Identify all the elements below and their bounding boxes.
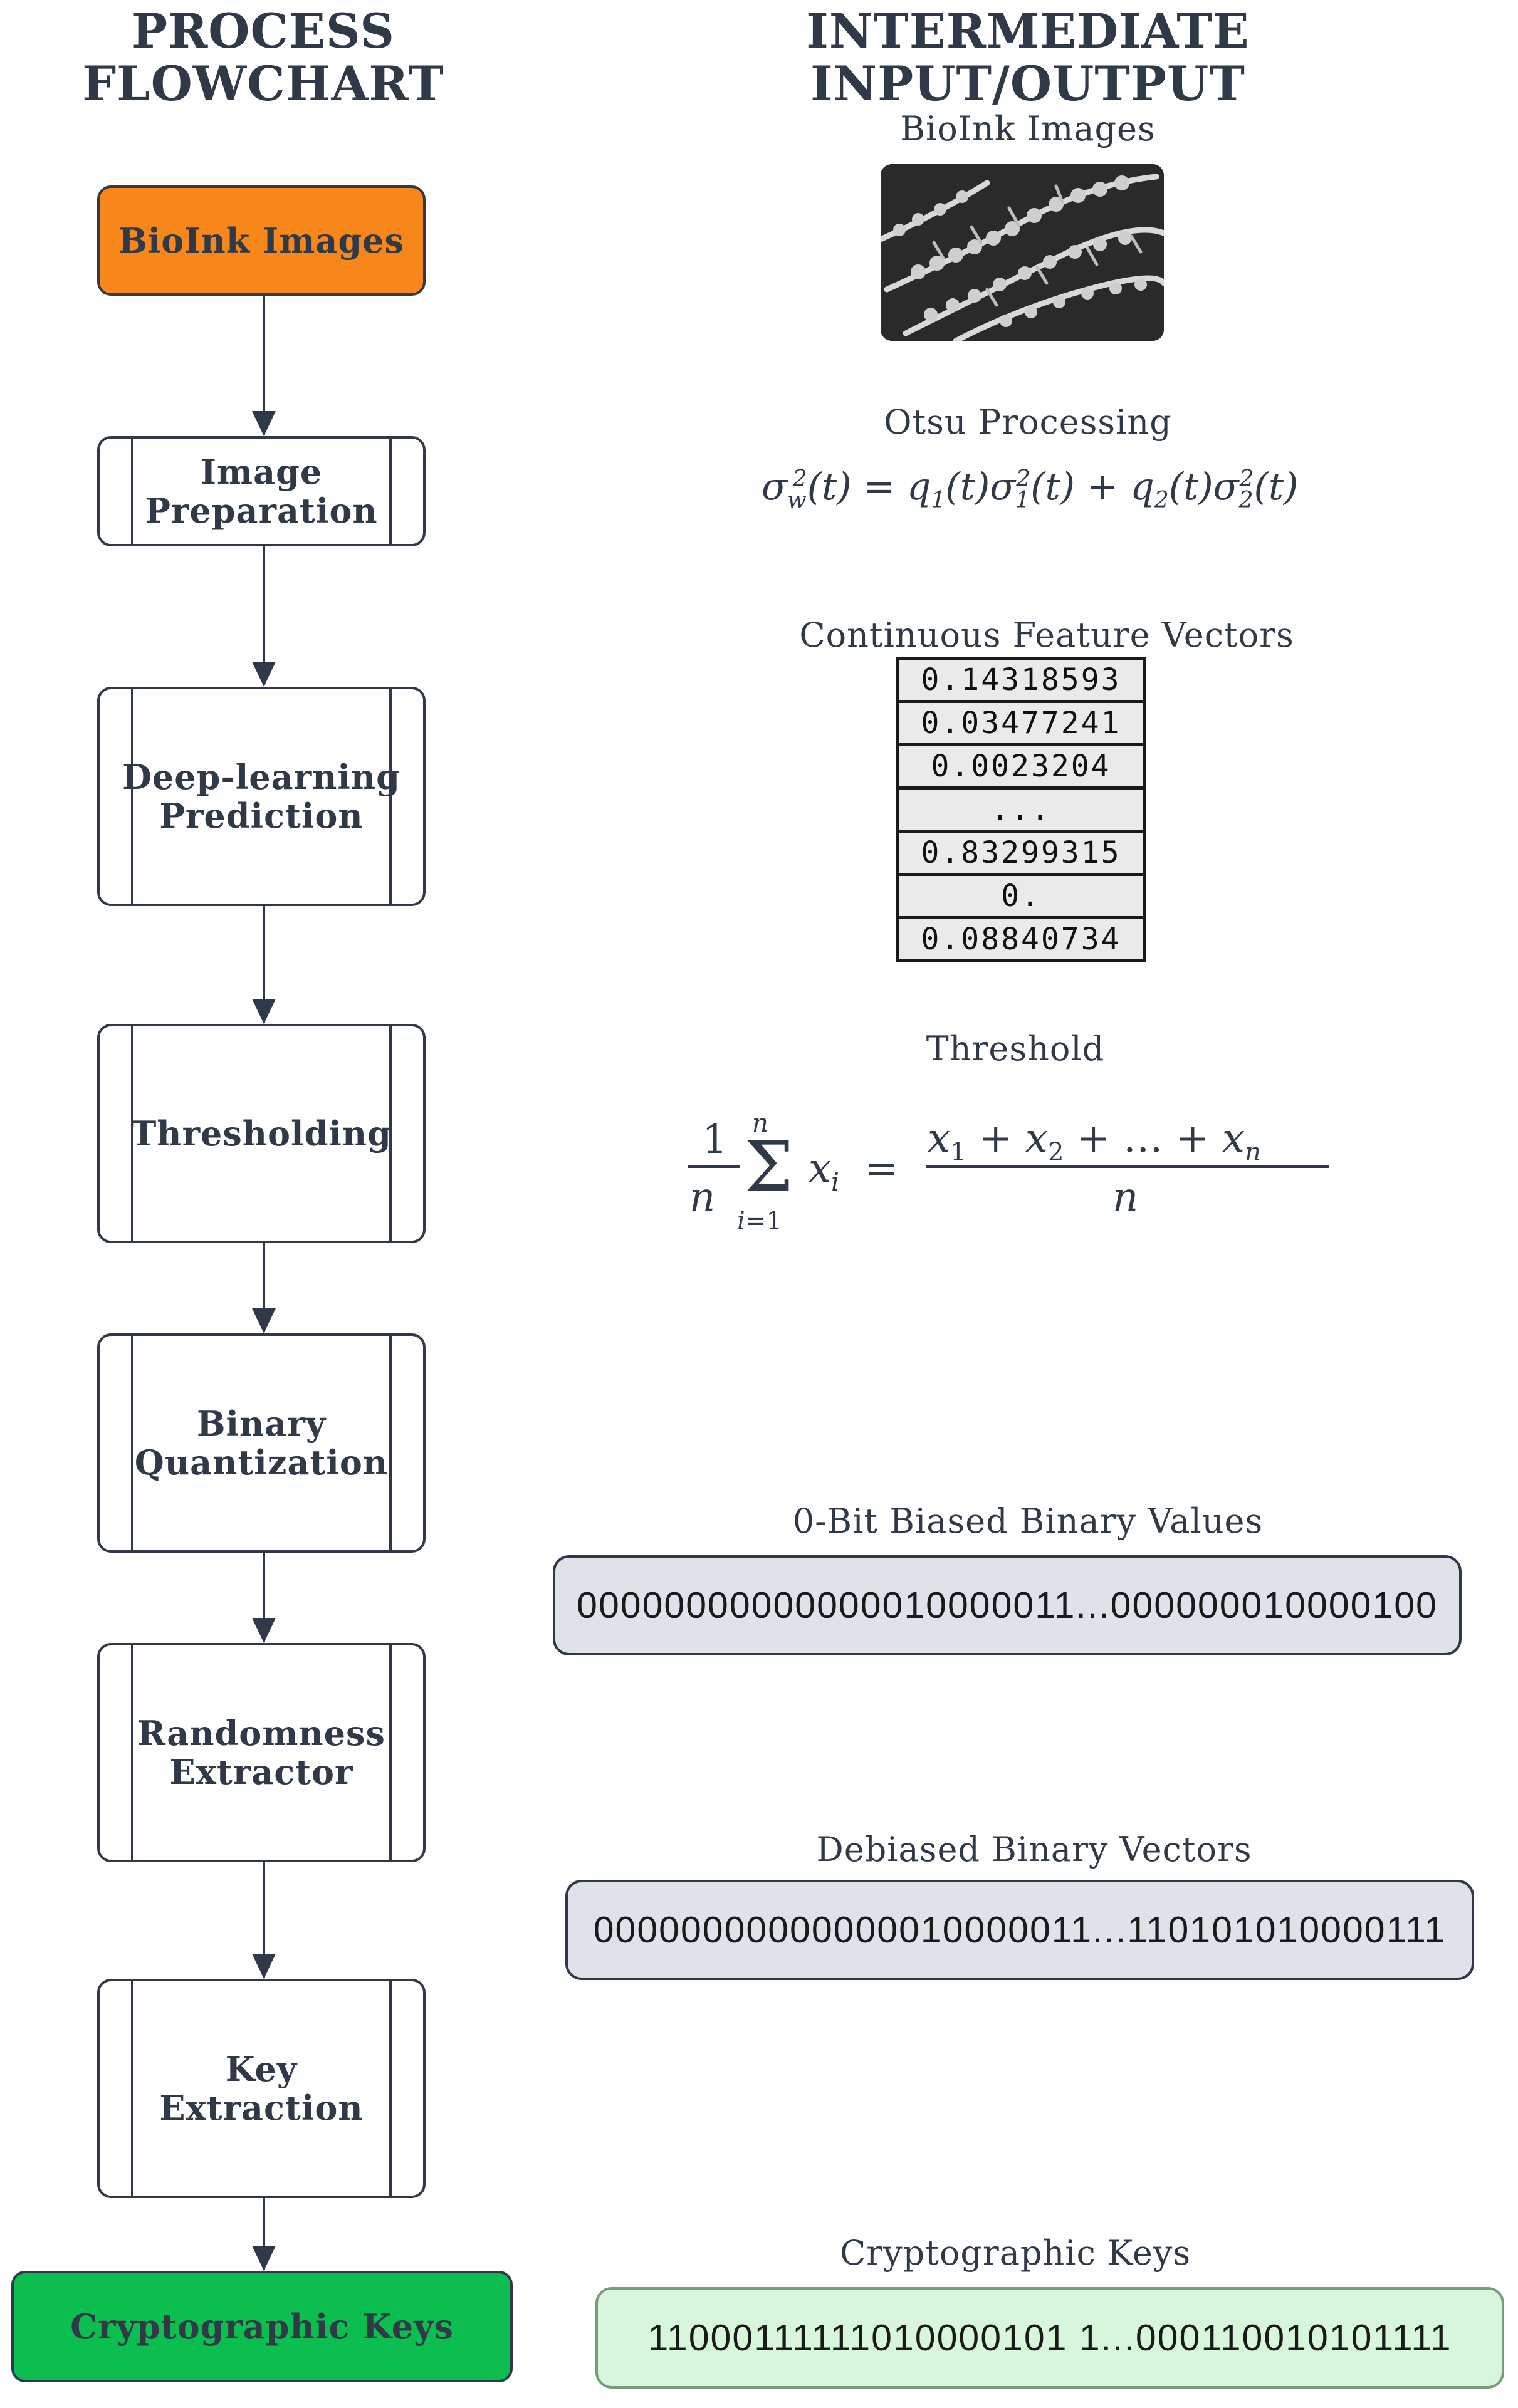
step-label: Cryptographic Keys (70, 2306, 454, 2347)
flow-step-deep-learning-prediction: Deep-learning Prediction (97, 687, 426, 906)
cryptographic-keys-caption: Cryptographic Keys (839, 2233, 1191, 2273)
bioink-caption: BioInk Images (900, 109, 1156, 149)
step-label: Thresholding (131, 1113, 392, 1154)
feature-value: 0.03477241 (899, 700, 1143, 743)
svg-text:n: n (1112, 1174, 1138, 1221)
svg-text:n: n (689, 1174, 715, 1221)
debiased-binary-caption: Debiased Binary Vectors (816, 1830, 1252, 1869)
flow-step-binary-quantization: Binary Quantization (97, 1333, 426, 1553)
step-label: Randomness (137, 1713, 385, 1753)
intermediate-io-header: INTERMEDIATE INPUT/OUTPUT (740, 5, 1316, 110)
step-label: Preparation (145, 491, 378, 531)
biased-binary-caption: 0-Bit Biased Binary Values (792, 1501, 1264, 1541)
feature-vectors-caption: Continuous Feature Vectors (799, 615, 1294, 655)
step-label: Binary (196, 1404, 327, 1444)
bioink-image (881, 164, 1164, 341)
svg-text:n: n (752, 1109, 768, 1138)
flow-step-bioink-images: BioInk Images (97, 185, 426, 296)
otsu-formula: σw2(t) = q1(t)σ12(t) + q2(t)σ22(t) (762, 465, 1299, 513)
svg-text:=: = (865, 1145, 899, 1192)
flow-step-thresholding: Thresholding (97, 1024, 426, 1243)
flow-arrow (252, 906, 276, 1024)
debiased-binary-box: 00000000000000010000011...11010101000011… (565, 1880, 1474, 1980)
threshold-caption: Threshold (926, 1029, 1105, 1068)
svg-text:x1 + x2 + … + xn: x1 + x2 + … + xn (928, 1115, 1261, 1167)
otsu-caption: Otsu Processing (884, 402, 1172, 442)
header-line: FLOWCHART (82, 56, 444, 112)
cryptographic-keys-box: 11000111111010000101 1...000110010101111 (595, 2287, 1504, 2389)
feature-vectors-table: 0.14318593 0.03477241 0.0023204 ... 0.83… (896, 657, 1146, 962)
flow-arrow (252, 296, 276, 436)
feature-value: 0.0023204 (899, 743, 1143, 786)
flow-step-key-extraction: Key Extraction (97, 1979, 426, 2198)
step-label: BioInk Images (118, 221, 404, 261)
biased-binary-box: 00000000000000010000011...00000001000010… (553, 1555, 1462, 1655)
feature-value: 0.14318593 (921, 662, 1121, 697)
feature-value: 0. (899, 873, 1143, 916)
flow-arrow (252, 2198, 276, 2271)
flow-step-image-preparation: Image Preparation (97, 436, 426, 546)
svg-text:i=1: i=1 (737, 1207, 782, 1236)
flow-step-randomness-extractor: Randomness Extractor (97, 1643, 426, 1862)
svg-text:xi: xi (809, 1145, 839, 1197)
step-label: Key (225, 2049, 298, 2089)
step-label: Extraction (159, 2088, 364, 2128)
header-line: INTERMEDIATE (806, 3, 1250, 59)
threshold-formula: 1 n n Σ i=1 xi = x1 + x2 + … + xn n (677, 1097, 1341, 1241)
svg-text:Σ: Σ (745, 1127, 793, 1207)
svg-text:1: 1 (702, 1117, 728, 1163)
feature-value: 0.08840734 (899, 916, 1143, 959)
header-line: INPUT/OUTPUT (810, 56, 1245, 112)
step-label: Image (200, 452, 323, 492)
feature-value: ... (899, 786, 1143, 830)
flow-arrow (252, 546, 276, 687)
header-line: PROCESS (131, 3, 395, 59)
feature-value: 0.83299315 (899, 830, 1143, 873)
flow-arrow (252, 1553, 276, 1643)
step-label: Extractor (169, 1752, 353, 1792)
step-label: Deep-learning (122, 757, 400, 797)
process-flowchart-header: PROCESS FLOWCHART (25, 5, 501, 110)
step-label: Quantization (134, 1442, 389, 1483)
flow-arrow (252, 1862, 276, 1979)
flow-arrow (252, 1243, 276, 1333)
step-label: Prediction (159, 796, 364, 836)
flow-step-cryptographic-keys: Cryptographic Keys (11, 2271, 513, 2382)
